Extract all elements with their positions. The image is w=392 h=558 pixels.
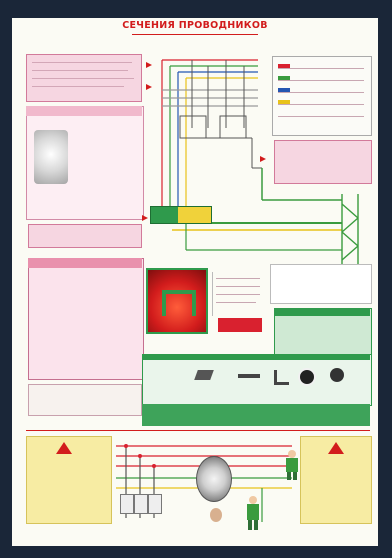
cable-section-icon bbox=[238, 374, 260, 378]
bottom-wiring bbox=[116, 444, 292, 522]
coil-icon bbox=[196, 456, 232, 502]
cable-section-icon bbox=[330, 368, 344, 382]
warning-triangle-icon bbox=[56, 442, 72, 454]
graph-area bbox=[270, 264, 372, 304]
legend-swatch-green bbox=[278, 76, 290, 80]
title-underline bbox=[132, 34, 258, 35]
green-table-header bbox=[274, 308, 370, 316]
schematic-wires bbox=[142, 59, 359, 264]
section-divider bbox=[26, 430, 370, 431]
formula-band bbox=[28, 224, 142, 248]
transformer-icon bbox=[146, 268, 208, 334]
cable-section-icon bbox=[298, 368, 316, 386]
pe-busbar bbox=[150, 206, 212, 224]
poster-title: СЕЧЕНИЯ ПРОВОДНИКОВ bbox=[122, 20, 268, 31]
legend-swatch-blue bbox=[278, 88, 290, 92]
conductor-table-header bbox=[28, 258, 142, 268]
legend-swatch-red bbox=[278, 64, 290, 68]
info-panel-right bbox=[274, 140, 372, 184]
worker-figure-icon bbox=[244, 496, 262, 530]
cable-types-table bbox=[142, 404, 370, 426]
table-header-band bbox=[26, 106, 142, 116]
legend-swatch-yellow bbox=[278, 100, 290, 104]
ground-electrode-icon bbox=[274, 370, 289, 385]
circuit-breaker-icon bbox=[148, 494, 162, 514]
transformer-core bbox=[162, 290, 196, 316]
poster-sheet: СЕЧЕНИЯ ПРОВОДНИКОВ bbox=[12, 18, 378, 546]
circuit-breaker-icon bbox=[120, 494, 134, 514]
cable-image bbox=[34, 130, 68, 184]
cable-types-header bbox=[142, 354, 370, 360]
warning-triangle-icon bbox=[328, 442, 344, 454]
avatar bbox=[210, 508, 222, 522]
circuit-breaker-icon bbox=[134, 494, 148, 514]
center-text-block bbox=[212, 272, 265, 316]
warning-label-red bbox=[218, 318, 262, 332]
worker-figure-icon bbox=[284, 450, 300, 480]
legend-box bbox=[272, 56, 372, 136]
note-box bbox=[28, 384, 142, 416]
